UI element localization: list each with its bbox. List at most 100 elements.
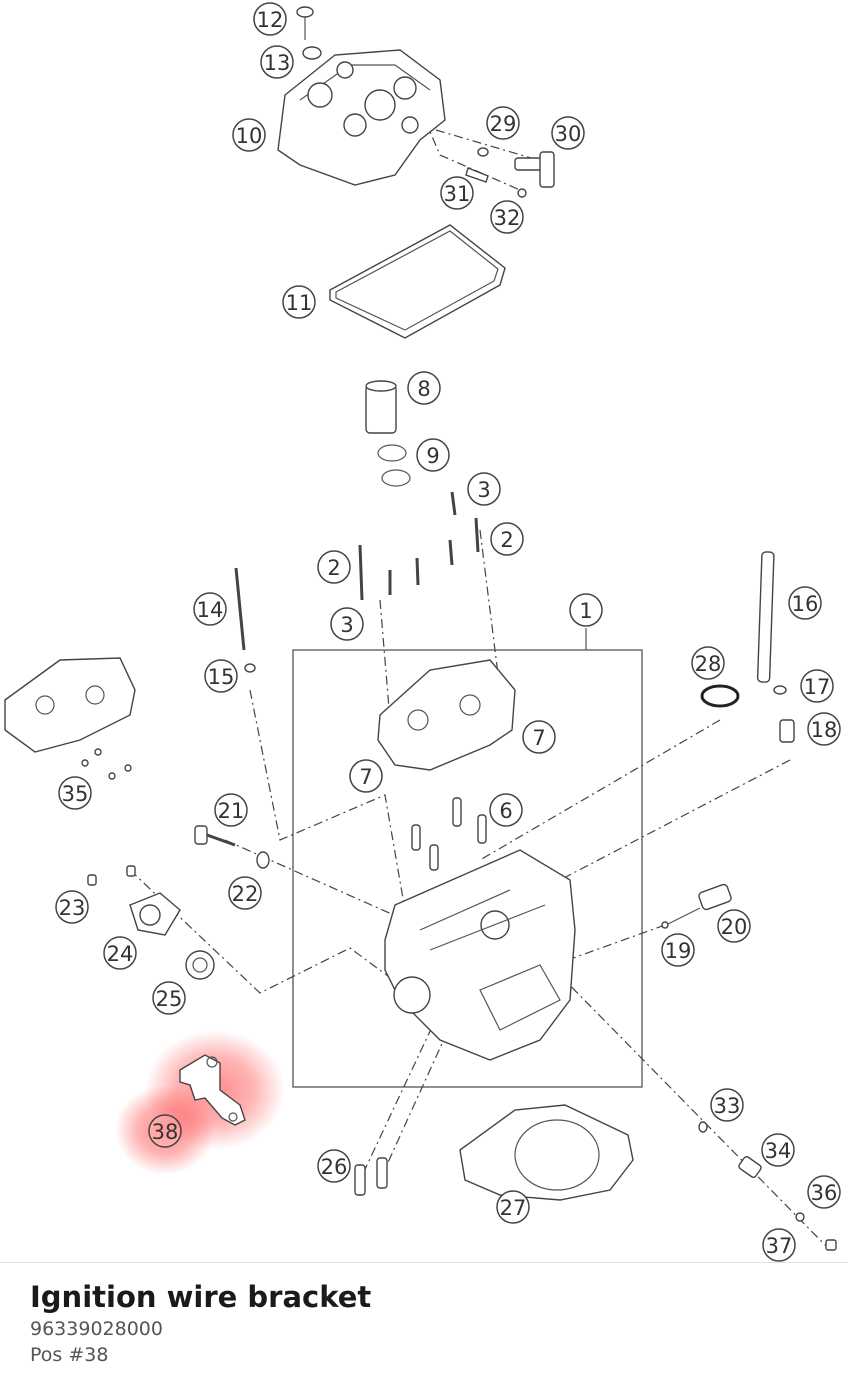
callout-9[interactable]: 9 xyxy=(416,438,450,472)
callout-13[interactable]: 13 xyxy=(260,45,294,79)
callout-36[interactable]: 36 xyxy=(807,1175,841,1209)
callout-22[interactable]: 22 xyxy=(228,876,262,910)
callout-21[interactable]: 21 xyxy=(214,793,248,827)
valve-guides-part xyxy=(411,797,487,871)
callout-18[interactable]: 18 xyxy=(807,712,841,746)
svg-text:1: 1 xyxy=(579,599,592,623)
callout-6[interactable]: 6 xyxy=(489,793,523,827)
svg-text:3: 3 xyxy=(340,613,353,637)
guide-rails-part xyxy=(354,1157,388,1196)
assembly-lines xyxy=(129,119,831,1251)
callout-7[interactable]: 7 xyxy=(522,720,556,754)
svg-text:34: 34 xyxy=(765,1139,792,1163)
callout-labels: 12 13 10 29 30 31 32 11 8 9 3 2 2 3 1 14… xyxy=(55,2,841,1262)
callout-24[interactable]: 24 xyxy=(103,936,137,970)
callout-7[interactable]: 7 xyxy=(349,759,383,793)
callout-25[interactable]: 25 xyxy=(152,981,186,1015)
svg-text:22: 22 xyxy=(232,882,259,906)
callout-31[interactable]: 31 xyxy=(440,176,474,210)
callout-29[interactable]: 29 xyxy=(486,106,520,140)
svg-text:7: 7 xyxy=(359,765,372,789)
callout-26[interactable]: 26 xyxy=(317,1149,351,1183)
breather-fitting-part xyxy=(465,147,555,198)
callout-3[interactable]: 3 xyxy=(330,607,364,641)
callout-10[interactable]: 10 xyxy=(232,118,266,152)
svg-text:15: 15 xyxy=(208,665,235,689)
svg-text:14: 14 xyxy=(197,598,224,622)
svg-text:17: 17 xyxy=(804,675,831,699)
svg-text:2: 2 xyxy=(500,528,513,552)
callout-37[interactable]: 37 xyxy=(762,1228,796,1262)
callout-11[interactable]: 11 xyxy=(282,285,316,319)
svg-text:31: 31 xyxy=(444,182,471,206)
valve-cover-part xyxy=(277,49,446,186)
ignition-wire-bracket-part xyxy=(179,1054,246,1126)
callout-19[interactable]: 19 xyxy=(661,933,695,967)
svg-text:27: 27 xyxy=(500,1196,527,1220)
svg-text:2: 2 xyxy=(327,556,340,580)
o-ring-part xyxy=(700,684,740,708)
callout-34[interactable]: 34 xyxy=(761,1133,795,1167)
callout-30[interactable]: 30 xyxy=(551,116,585,150)
svg-text:36: 36 xyxy=(811,1181,838,1205)
svg-text:16: 16 xyxy=(792,592,819,616)
callout-33[interactable]: 33 xyxy=(710,1088,744,1122)
divider xyxy=(0,1262,848,1263)
callout-3[interactable]: 3 xyxy=(467,472,501,506)
svg-text:25: 25 xyxy=(156,987,183,1011)
svg-text:19: 19 xyxy=(665,939,692,963)
svg-text:20: 20 xyxy=(721,915,748,939)
temperature-sensor-part xyxy=(661,883,732,929)
selected-part-highlight xyxy=(115,1030,285,1175)
head-bolt-part xyxy=(234,551,795,743)
svg-text:28: 28 xyxy=(695,652,722,676)
callout-32[interactable]: 32 xyxy=(490,200,524,234)
svg-text:35: 35 xyxy=(62,782,89,806)
callout-2[interactable]: 2 xyxy=(317,550,351,584)
cover-gasket-part xyxy=(329,224,506,339)
assembly-frame xyxy=(292,649,643,1088)
callout-20[interactable]: 20 xyxy=(717,909,751,943)
bolts-part xyxy=(358,491,480,601)
cover-cap-part xyxy=(296,6,322,60)
callout-15[interactable]: 15 xyxy=(204,659,238,693)
svg-text:18: 18 xyxy=(811,718,838,742)
svg-text:9: 9 xyxy=(426,444,439,468)
callout-17[interactable]: 17 xyxy=(800,669,834,703)
callout-1[interactable]: 1 xyxy=(569,593,603,627)
svg-text:33: 33 xyxy=(714,1094,741,1118)
svg-text:7: 7 xyxy=(532,726,545,750)
svg-text:3: 3 xyxy=(477,478,490,502)
svg-text:30: 30 xyxy=(555,122,582,146)
oil-filter-part xyxy=(365,380,411,487)
plug-bolt-part xyxy=(194,825,270,869)
callout-12[interactable]: 12 xyxy=(253,2,287,36)
cylinder-head-part xyxy=(384,849,576,1061)
carrier-assembly-part xyxy=(4,657,136,780)
svg-text:6: 6 xyxy=(499,799,512,823)
svg-text:38: 38 xyxy=(152,1120,179,1144)
svg-text:24: 24 xyxy=(107,942,134,966)
part-name: Ignition wire bracket xyxy=(30,1280,372,1314)
callout-27[interactable]: 27 xyxy=(496,1190,530,1224)
callout-23[interactable]: 23 xyxy=(55,890,89,924)
head-gasket-part xyxy=(459,1104,634,1201)
svg-text:12: 12 xyxy=(257,8,284,32)
callout-8[interactable]: 8 xyxy=(407,371,441,405)
callout-2[interactable]: 2 xyxy=(490,522,524,556)
thermostat-housing-part xyxy=(87,865,215,980)
exploded-parts-diagram: 12 13 10 29 30 31 32 11 8 9 3 2 2 3 1 14… xyxy=(4,2,841,1262)
svg-text:32: 32 xyxy=(494,206,521,230)
part-position: Pos #38 xyxy=(30,1344,109,1366)
callout-14[interactable]: 14 xyxy=(193,592,227,626)
callout-35[interactable]: 35 xyxy=(58,776,92,810)
callout-28[interactable]: 28 xyxy=(691,646,725,680)
svg-text:13: 13 xyxy=(264,51,291,75)
svg-text:26: 26 xyxy=(321,1155,348,1179)
svg-text:10: 10 xyxy=(236,124,263,148)
oil-pressure-sensor-part xyxy=(698,1121,837,1251)
callout-38[interactable]: 38 xyxy=(148,1114,182,1148)
callout-16[interactable]: 16 xyxy=(788,586,822,620)
svg-text:11: 11 xyxy=(286,291,313,315)
camshaft-carrier-part xyxy=(377,659,516,771)
